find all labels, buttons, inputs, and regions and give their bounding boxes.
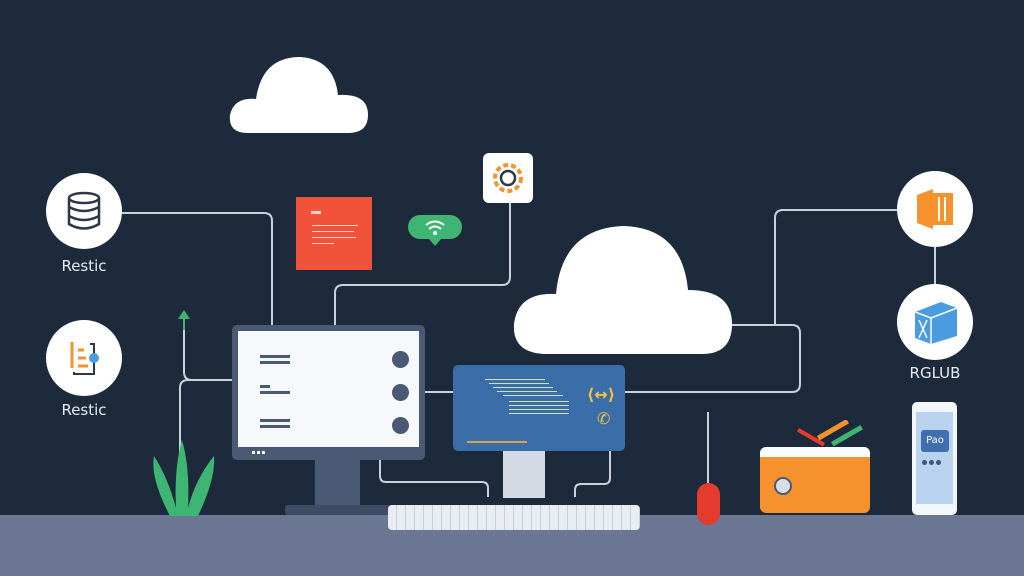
arrow-up-icon	[178, 310, 190, 319]
orange-storage-box	[760, 447, 870, 513]
connector-line	[574, 450, 611, 497]
phone-screen: Pao	[916, 412, 953, 504]
cube-icon	[914, 302, 958, 344]
keyboard[interactable]	[388, 505, 640, 530]
monitor-base	[285, 505, 400, 515]
connector-line	[179, 379, 232, 470]
database-icon	[67, 191, 101, 230]
large-cloud-icon	[513, 226, 732, 354]
orange-door-icon	[917, 189, 953, 229]
monitor-stand	[315, 458, 360, 508]
gear-icon	[493, 163, 523, 193]
code-editor-monitor: ⟨↔⟩ ✆	[453, 365, 625, 451]
wifi-chat-bubble-icon	[408, 215, 462, 246]
computer-mouse[interactable]	[697, 483, 720, 525]
connector-line	[625, 324, 801, 393]
plant-icon	[153, 440, 215, 516]
node-label: Restic	[61, 401, 107, 419]
pencils-icon	[797, 420, 863, 447]
small-cloud-icon	[229, 57, 368, 133]
rglub-node[interactable]	[897, 284, 973, 360]
connector-line	[334, 203, 511, 325]
radio-button[interactable]	[392, 384, 409, 401]
monitor-screen	[238, 331, 419, 447]
swap-arrows-icon: ⟨↔⟩	[587, 385, 616, 404]
document-list-icon	[70, 342, 99, 375]
connector-line	[183, 322, 232, 381]
desktop-monitor	[232, 325, 425, 460]
monitor-dots	[252, 451, 255, 454]
restic-database-node[interactable]	[46, 173, 122, 249]
code-monitor-stand	[503, 450, 545, 498]
more-dots-icon	[922, 460, 927, 465]
phone-app-button[interactable]: Pao	[921, 430, 949, 452]
lock-knob	[774, 477, 792, 495]
radio-button[interactable]	[392, 351, 409, 368]
smartphone: Pao	[912, 402, 957, 515]
restic-document-node[interactable]	[46, 320, 122, 396]
connector-line	[732, 209, 897, 326]
node-label: Restic	[61, 257, 107, 275]
orange-storage-node[interactable]	[897, 171, 973, 247]
progress-bar	[467, 441, 527, 443]
gear-settings-tile[interactable]	[483, 153, 533, 203]
node-label: RGLUB	[909, 364, 961, 382]
phone-icon: ✆	[597, 409, 611, 428]
red-note-card	[296, 197, 372, 270]
connector-line	[379, 460, 489, 497]
radio-button[interactable]	[392, 417, 409, 434]
connector-line	[122, 212, 273, 325]
